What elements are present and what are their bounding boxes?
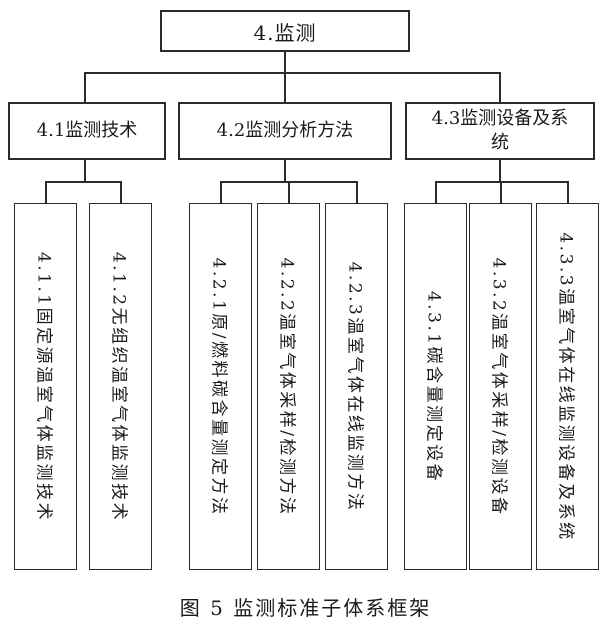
connector-branch2-drop: [284, 72, 286, 102]
node-leaf-4-2-3-label: 4.2.3温室气体在线监测方法: [344, 261, 364, 512]
node-root: 4.监测: [160, 10, 410, 52]
node-leaf-4-3-2-label: 4.3.2温室气体采样/检测设备: [488, 257, 508, 516]
connector-g3-drop1: [435, 181, 437, 203]
node-root-label: 4.监测: [253, 20, 317, 45]
connector-g2-drop2: [288, 181, 290, 203]
node-leaf-4-2-2: 4.2.2温室气体采样/检测方法: [257, 203, 320, 570]
connector-g1-drop1: [45, 181, 47, 203]
node-leaf-4-2-3: 4.2.3温室气体在线监测方法: [325, 203, 388, 570]
node-leaf-4-3-3-label: 4.3.3温室气体在线监测设备及系统: [555, 231, 575, 542]
connector-g3-drop3: [567, 181, 569, 203]
node-leaf-4-1-2: 4.1.2无组织温室气体监测技术: [89, 203, 152, 570]
connector-g3-stem: [499, 160, 501, 183]
node-branch-4-1-label: 4.1监测技术: [36, 119, 138, 141]
connector-root-stem: [284, 52, 286, 72]
node-branch-4-3: 4.3监测设备及系统: [405, 102, 595, 160]
node-leaf-4-2-1: 4.2.1原/燃料碳含量测定方法: [189, 203, 252, 570]
node-leaf-4-1-1: 4.1.1固定源温室气体监测技术: [14, 203, 77, 570]
node-leaf-4-2-1-label: 4.2.1原/燃料碳含量测定方法: [208, 257, 228, 516]
figure-caption: 图 5 监测标准子体系框架: [179, 596, 432, 620]
connector-branch3-drop: [499, 72, 501, 102]
connector-g3-drop2: [500, 181, 502, 203]
node-leaf-4-3-1-label: 4.3.1碳含量测定设备: [423, 290, 443, 483]
connector-g3-bus: [435, 181, 569, 183]
node-branch-4-2: 4.2监测分析方法: [178, 102, 392, 160]
node-leaf-4-1-1-label: 4.1.1固定源温室气体监测技术: [33, 251, 53, 522]
connector-g2-drop1: [220, 181, 222, 203]
node-leaf-4-3-3: 4.3.3温室气体在线监测设备及系统: [536, 203, 599, 570]
connector-g2-drop3: [356, 181, 358, 203]
connector-branch1-drop: [84, 72, 86, 102]
connector-g1-bus: [45, 181, 122, 183]
node-leaf-4-1-2-label: 4.1.2无组织温室气体监测技术: [108, 251, 128, 522]
node-leaf-4-3-1: 4.3.1碳含量测定设备: [404, 203, 467, 570]
node-leaf-4-3-2: 4.3.2温室气体采样/检测设备: [469, 203, 532, 570]
node-branch-4-2-label: 4.2监测分析方法: [216, 119, 354, 141]
node-branch-4-3-label: 4.3监测设备及系统: [431, 107, 569, 153]
connector-g1-stem: [84, 160, 86, 183]
connector-branch-bus: [85, 72, 501, 74]
node-branch-4-1: 4.1监测技术: [8, 102, 166, 160]
connector-g2-stem: [284, 160, 286, 183]
node-leaf-4-2-2-label: 4.2.2温室气体采样/检测方法: [276, 257, 296, 516]
connector-g1-drop2: [120, 181, 122, 203]
